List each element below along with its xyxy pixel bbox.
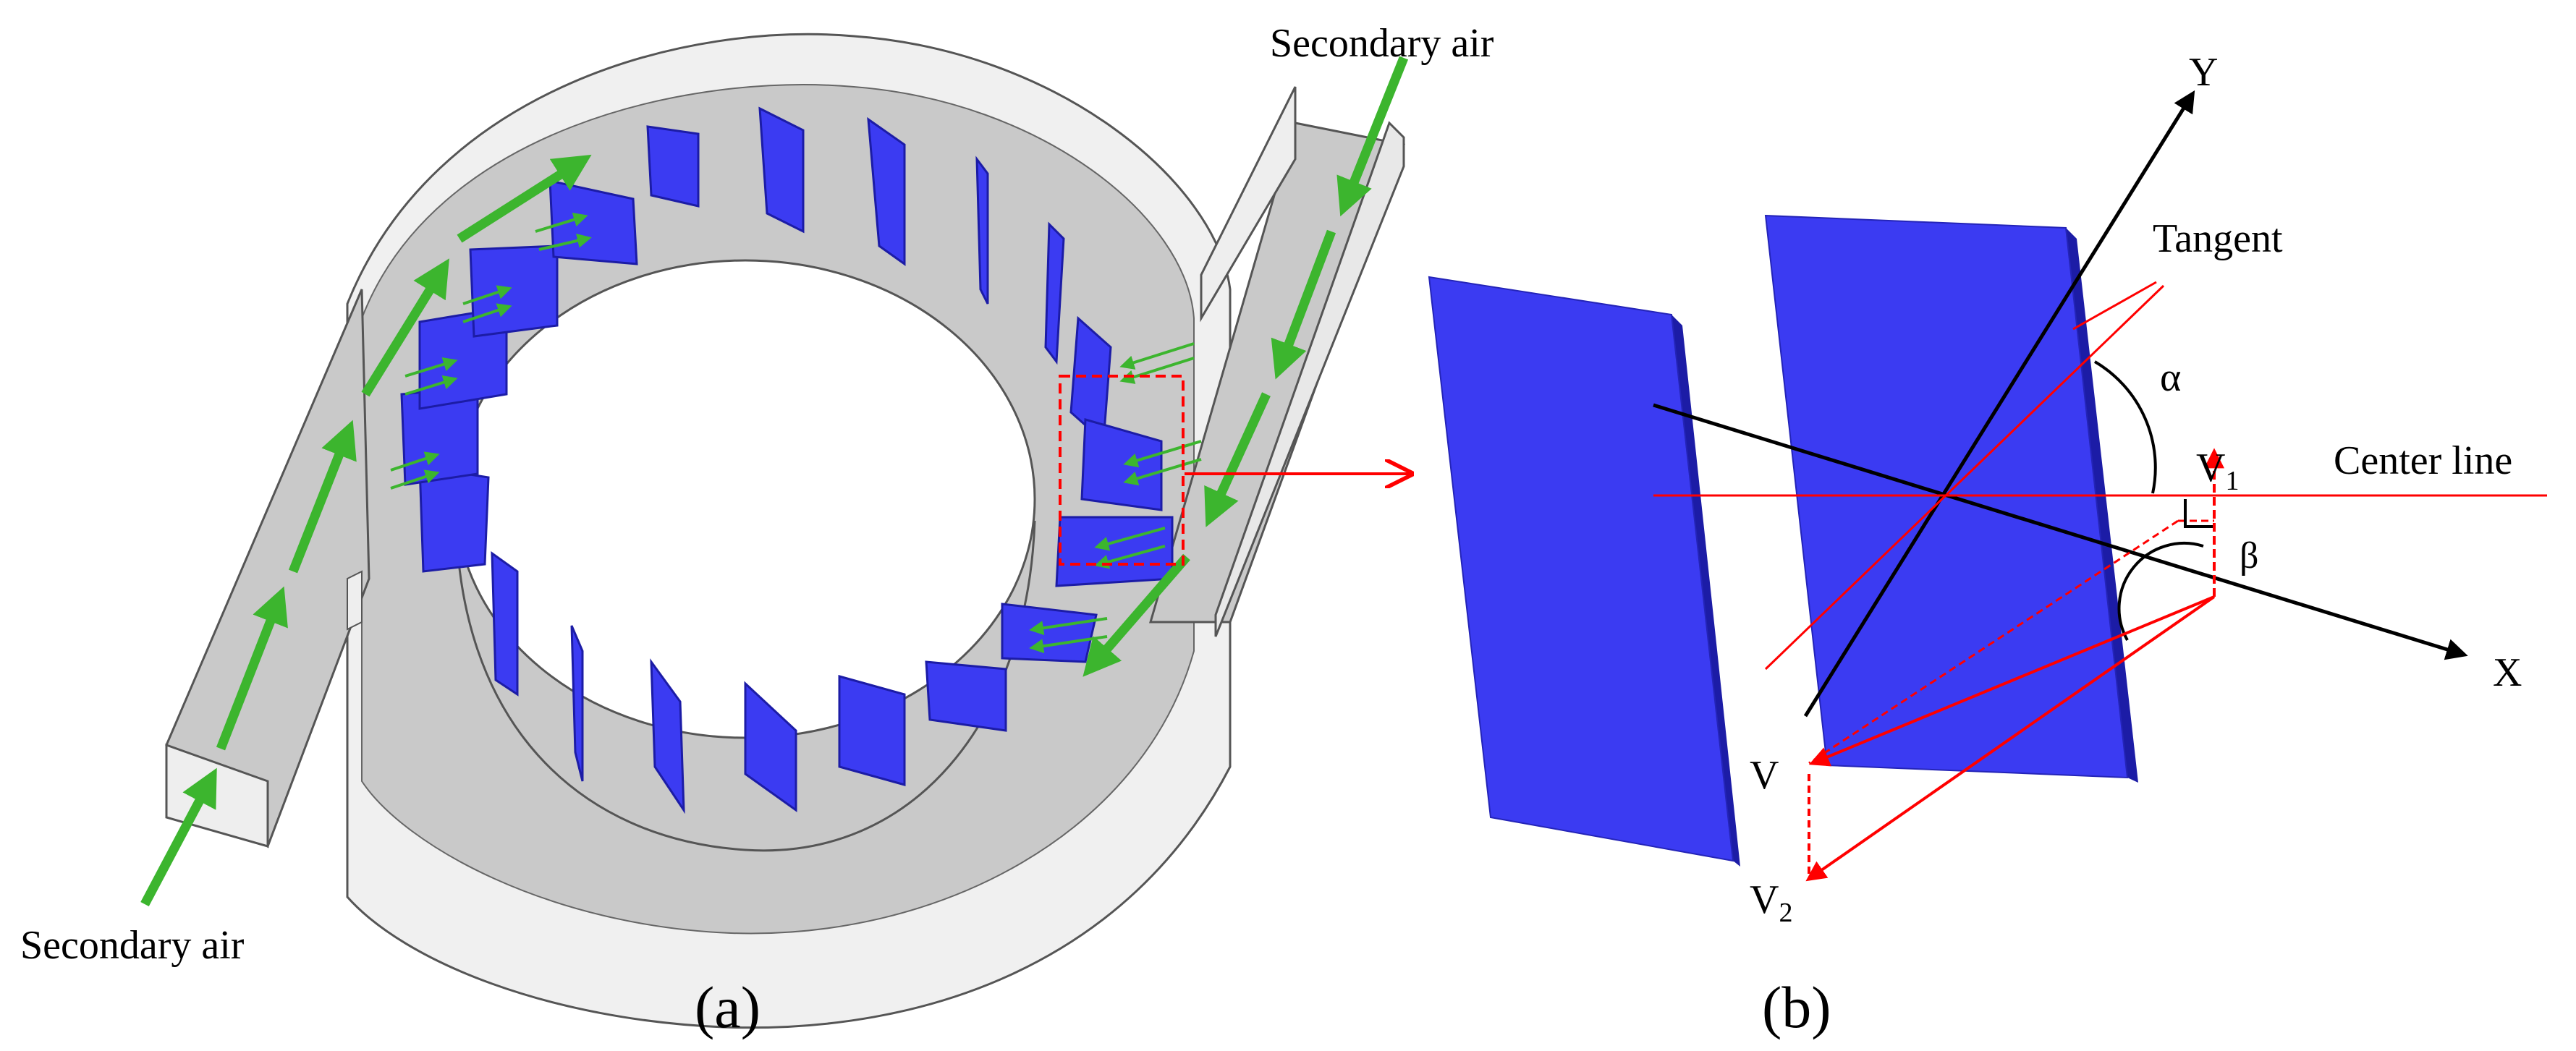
vane bbox=[646, 125, 700, 208]
vane bbox=[1055, 516, 1174, 587]
label-v1-base: V bbox=[2196, 446, 2225, 490]
vane bbox=[744, 681, 797, 812]
axis-x bbox=[1653, 403, 2468, 660]
vane bbox=[650, 658, 685, 814]
airflow-arrow bbox=[1204, 392, 1271, 527]
tangent-line bbox=[1764, 284, 2165, 671]
axis-y-label: Y bbox=[2189, 50, 2218, 95]
airflow-arrow bbox=[1082, 553, 1190, 677]
airflow-arrow bbox=[1271, 229, 1336, 380]
label-center-line: Center line bbox=[2334, 438, 2512, 483]
vane bbox=[975, 156, 989, 305]
label-v2: V2 bbox=[1750, 877, 1792, 928]
airflow-arrow bbox=[457, 154, 592, 243]
label-tangent: Tangent bbox=[2153, 216, 2283, 261]
panel-a: Secondary air Secondary air (a) bbox=[20, 21, 1494, 1040]
axis-y bbox=[1803, 90, 2195, 718]
vane bbox=[469, 244, 559, 338]
vane bbox=[758, 106, 805, 234]
inlet-duct-left-edge bbox=[347, 570, 363, 631]
vector-v-dashed bbox=[1808, 519, 2179, 765]
vane-plate-left-side bbox=[1672, 315, 1740, 867]
vane bbox=[570, 625, 584, 782]
airflow-arrow bbox=[1336, 56, 1409, 217]
airflow-arrows-main bbox=[140, 56, 1409, 907]
vector-v bbox=[1808, 595, 2215, 767]
airflow-arrow bbox=[288, 420, 357, 574]
right-angle-mark bbox=[2184, 499, 2213, 528]
caption-a: (a) bbox=[695, 974, 760, 1040]
inlet-duct-right-wall-2 bbox=[1214, 121, 1405, 637]
label-alpha: α bbox=[2160, 355, 2181, 400]
vane bbox=[838, 675, 906, 786]
zoom-box bbox=[1059, 375, 1185, 566]
label-secondary-air-top: Secondary air bbox=[1270, 21, 1494, 66]
vane bbox=[1001, 603, 1098, 663]
alpha-arc bbox=[2093, 360, 2157, 494]
vector-v2 bbox=[1805, 595, 2216, 882]
vane bbox=[1080, 418, 1163, 511]
vane bbox=[867, 116, 906, 266]
caption-b: (b) bbox=[1762, 974, 1831, 1040]
vane bbox=[491, 551, 519, 697]
label-v2-base: V bbox=[1750, 877, 1779, 922]
label-beta: β bbox=[2240, 535, 2258, 576]
vane-plate-left bbox=[1428, 276, 1734, 862]
inlet-duct-right-wall bbox=[1200, 86, 1297, 323]
label-v1: V1 bbox=[2196, 446, 2239, 496]
vane bbox=[1044, 221, 1065, 365]
vane bbox=[925, 660, 1007, 732]
airflow-arrows-vane bbox=[390, 212, 1202, 654]
tangent-leader bbox=[2072, 281, 2157, 331]
airflow-arrow bbox=[216, 586, 288, 751]
airflow-arrow bbox=[361, 258, 449, 397]
label-v2-sub: 2 bbox=[1779, 898, 1792, 928]
label-secondary-air-bottom: Secondary air bbox=[20, 923, 245, 968]
vane-plate-right-side bbox=[2066, 228, 2138, 783]
beta-arc bbox=[2117, 542, 2204, 641]
axis-x-label: X bbox=[2493, 650, 2522, 695]
vane bbox=[418, 465, 490, 573]
panel-b: Y X Tangent Center line α β V V1 V2 (b) bbox=[1428, 50, 2547, 1040]
label-v: V bbox=[1750, 753, 1779, 798]
label-v1-sub: 1 bbox=[2225, 466, 2239, 496]
airflow-arrow bbox=[140, 767, 217, 907]
